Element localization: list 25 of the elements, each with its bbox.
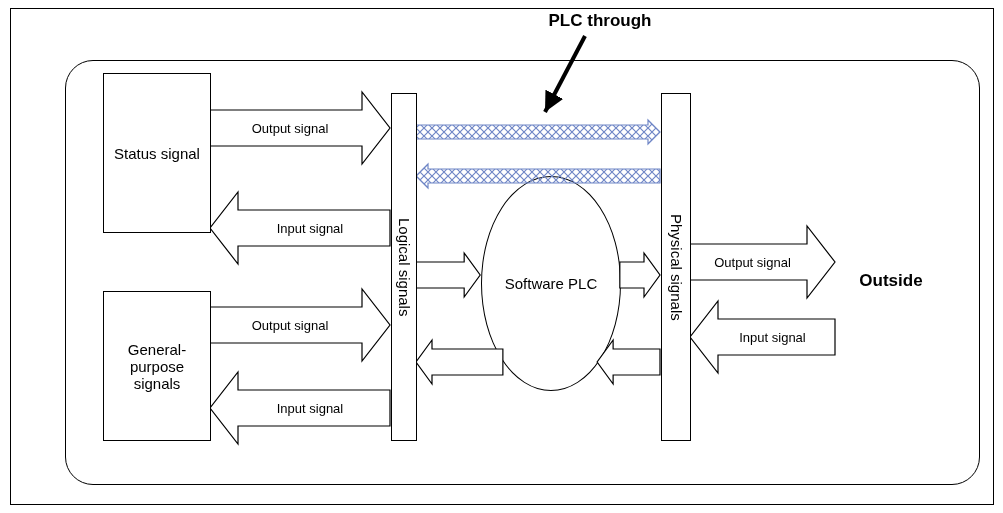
block-arrow [209,370,391,446]
block-arrow [689,299,836,375]
block-arrow [415,251,481,299]
block-arrow [209,190,391,266]
block-arrow [209,287,391,363]
hatched-block-arrow [415,118,661,146]
edge-label: Output signal [251,120,329,136]
heading-text: PLC through [520,8,680,34]
signal-bar: Physical signals [661,93,691,441]
block-arrow [689,224,836,300]
heading-text: Outside [836,267,946,295]
signal-box: Status signal [103,73,211,233]
block-arrow [209,90,391,166]
block-arrow [619,251,661,299]
signal-box: General-purpose signals [103,291,211,441]
edge-label: Input signal [276,400,344,416]
hatched-block-arrow [415,162,661,190]
block-arrow [415,338,504,386]
block-arrow [596,338,661,386]
signal-bar: Logical signals [391,93,417,441]
edge-label: Output signal [714,254,791,270]
edge-label: Input signal [739,329,806,345]
edge-label: Output signal [251,317,329,333]
edge-label: Input signal [276,220,344,236]
leader-arrow [543,35,587,113]
